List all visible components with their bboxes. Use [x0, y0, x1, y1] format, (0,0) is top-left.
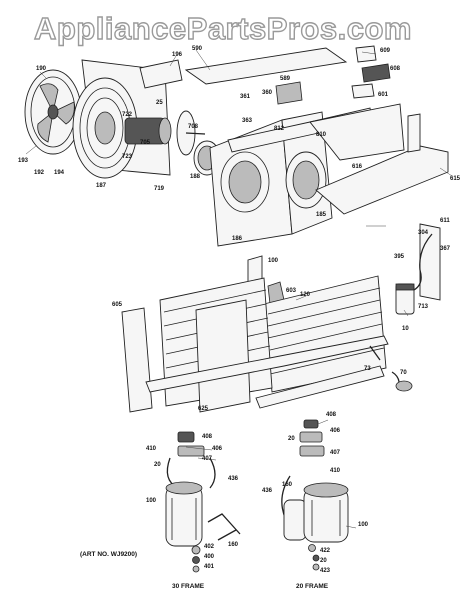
label-611: 611: [440, 218, 450, 224]
label-810: 810: [316, 132, 327, 138]
label-436-30f: 436: [228, 476, 239, 482]
label-10: 10: [402, 326, 409, 332]
label-192: 192: [34, 170, 45, 176]
label-360: 360: [262, 90, 273, 96]
label-186: 186: [232, 236, 243, 242]
label-719: 719: [154, 186, 165, 192]
label-616: 616: [352, 164, 363, 170]
label-120: 120: [300, 292, 311, 298]
label-410-20f: 410: [330, 468, 341, 474]
label-194: 194: [54, 170, 65, 176]
label-395: 395: [394, 254, 405, 260]
condenser-fan-blade: [24, 69, 82, 155]
label-400: 400: [204, 554, 215, 560]
label-422: 422: [320, 548, 331, 554]
base-pan: [315, 145, 449, 215]
label-100-20f: 100: [358, 522, 369, 528]
label-408-30f: 408: [202, 434, 213, 440]
label-70: 70: [400, 370, 407, 376]
label-589: 589: [280, 76, 291, 82]
label-609: 609: [380, 48, 391, 54]
frame-label-right: 20 FRAME: [296, 583, 329, 590]
label-708: 708: [188, 124, 199, 130]
label-100-frame: 100: [268, 258, 279, 264]
label-402: 402: [204, 544, 215, 550]
label-363: 363: [242, 118, 253, 124]
label-608: 608: [390, 66, 401, 72]
label-407-30f: 407: [202, 456, 213, 462]
label-406-30f: 406: [212, 446, 223, 452]
label-705: 705: [140, 140, 151, 146]
compressor-20-frame: [281, 419, 349, 571]
power-cord: [413, 233, 433, 291]
panel-605: [121, 307, 153, 413]
label-160-20f: 160: [282, 482, 293, 488]
label-73: 73: [364, 366, 371, 372]
label-185: 185: [316, 212, 327, 218]
label-304: 304: [418, 230, 429, 236]
art-number-caption: (ART NO. WJ9200): [80, 551, 137, 558]
label-367: 367: [440, 246, 451, 252]
label-196: 196: [172, 52, 183, 58]
part-number-labels: 190 193 192 194 187 196 25 722 723 705 7…: [18, 46, 461, 574]
frame-label-left: 30 FRAME: [172, 583, 205, 590]
top-cover-panel: [184, 47, 348, 85]
panel-625: [195, 299, 251, 413]
label-20-20f: 20: [288, 436, 295, 442]
label-160-30f: 160: [228, 542, 239, 548]
label-20-30f: 20: [154, 462, 161, 468]
bottom-rail: [255, 365, 385, 409]
label-722: 722: [122, 112, 133, 118]
base-rail: [145, 335, 389, 393]
label-625: 625: [198, 406, 209, 412]
label-410-30f: 410: [146, 446, 157, 452]
part-609: [355, 45, 377, 63]
label-190: 190: [36, 66, 47, 72]
compressor-30-frame: [165, 431, 241, 573]
part-608: [361, 63, 391, 83]
label-100-30f: 100: [146, 498, 157, 504]
label-603: 603: [286, 288, 297, 294]
label-436-20f: 436: [262, 488, 273, 494]
fan-motor: [124, 110, 206, 156]
label-193: 193: [18, 158, 29, 164]
label-188: 188: [190, 174, 201, 180]
label-723: 723: [122, 154, 133, 160]
label-187: 187: [96, 183, 107, 189]
label-615: 615: [450, 176, 461, 182]
label-408-20f: 408: [326, 412, 337, 418]
part-70: [395, 380, 413, 392]
label-590: 590: [192, 46, 203, 52]
label-713: 713: [418, 304, 429, 310]
part-601: [351, 83, 375, 99]
label-406-20f: 406: [330, 428, 341, 434]
base-bracket: [407, 113, 421, 153]
leader-lines: [25, 49, 453, 529]
label-407-20f: 407: [330, 450, 341, 456]
label-812: 812: [274, 126, 285, 132]
label-361: 361: [240, 94, 251, 100]
label-25: 25: [156, 100, 163, 106]
partition-panel: [227, 103, 405, 161]
label-20-20f-bottom: 20: [320, 558, 327, 564]
watermark-text: AppliancePartsPros.com: [34, 11, 412, 46]
label-605: 605: [112, 302, 123, 308]
label-401: 401: [204, 564, 215, 570]
control-bracket: [275, 81, 303, 105]
blower-housing: [209, 111, 333, 247]
label-601: 601: [378, 92, 389, 98]
fan-shroud-ring: [72, 77, 138, 179]
label-423: 423: [320, 568, 331, 574]
capacitor: [395, 283, 415, 315]
